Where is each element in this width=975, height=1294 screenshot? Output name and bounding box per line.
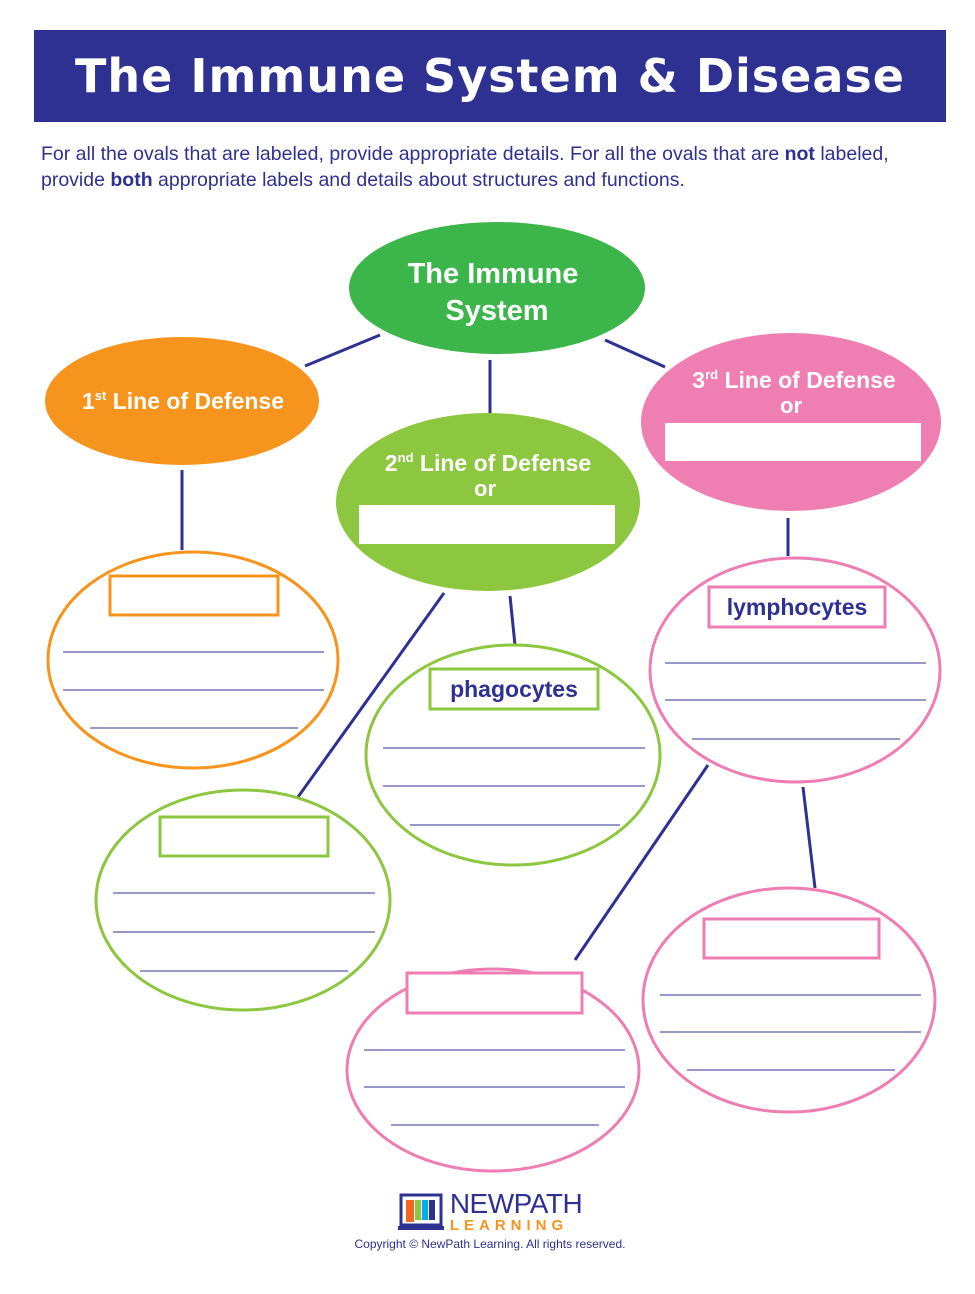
oval-third-line-detail-b xyxy=(641,886,937,1114)
oval-first-line-detail xyxy=(46,550,340,770)
newpath-logo: NEWPATH LEARNING xyxy=(330,1190,650,1233)
instructions-bold: not xyxy=(784,143,815,165)
connector-line xyxy=(304,333,381,368)
oval-label: 3rd Line of Defense xyxy=(692,367,895,393)
instructions-text: labeled, provide xyxy=(41,143,889,191)
connector-line xyxy=(508,595,517,646)
label-blank-box[interactable] xyxy=(405,971,584,1015)
phagocytes-label: phagocytes xyxy=(450,676,578,702)
logo-text: LEARNING xyxy=(449,1217,569,1234)
logo-text: NEWPATH xyxy=(449,1188,583,1219)
oval-second-line-of-defense: 2nd Line of Defense or xyxy=(336,413,640,591)
oval-label: or xyxy=(780,393,802,418)
instructions-text: appropriate labels and details about str… xyxy=(152,169,685,191)
oval-second-line-detail xyxy=(94,788,392,1012)
connector-line xyxy=(573,764,710,961)
page-title: The Immune System & Disease xyxy=(75,49,905,103)
book-computer-icon xyxy=(397,1193,444,1230)
connector-line xyxy=(296,592,446,798)
label-blank-box[interactable] xyxy=(108,574,280,617)
connectors xyxy=(180,333,817,961)
label-blank-box[interactable] xyxy=(702,917,881,960)
oval-label: The Immune xyxy=(408,258,579,290)
instructions: For all the ovals that are labeled, prov… xyxy=(41,141,941,193)
title-banner: The Immune System & Disease xyxy=(34,30,946,122)
lymphocytes-label: lymphocytes xyxy=(727,594,868,620)
oval-label: or xyxy=(474,476,496,501)
oval-immune-system: The Immune System xyxy=(349,222,645,354)
label-blank-box[interactable] xyxy=(665,423,921,461)
label-blank-box[interactable] xyxy=(359,505,615,544)
instructions-bold: both xyxy=(110,169,153,191)
oval-phagocytes xyxy=(364,643,662,867)
oval-label: 2nd Line of Defense xyxy=(385,450,591,476)
copyright-text: Copyright © NewPath Learning. All rights… xyxy=(354,1237,626,1251)
footer: NEWPATH LEARNING Copyright © NewPath Lea… xyxy=(330,1190,650,1252)
instructions-text: For all the ovals that are labeled, prov… xyxy=(41,143,785,165)
oval-first-line-of-defense: 1st Line of Defense xyxy=(45,337,319,465)
oval-third-line-of-defense: 3rd Line of Defense or xyxy=(641,333,941,511)
connector-line xyxy=(801,786,817,889)
oval-label: System xyxy=(445,295,548,327)
oval-label: 1st Line of Defense xyxy=(82,388,284,414)
oval-lymphocytes xyxy=(648,556,942,784)
oval-third-line-detail-a xyxy=(345,967,641,1173)
connector-line xyxy=(604,338,666,369)
label-blank-box[interactable] xyxy=(158,815,330,858)
